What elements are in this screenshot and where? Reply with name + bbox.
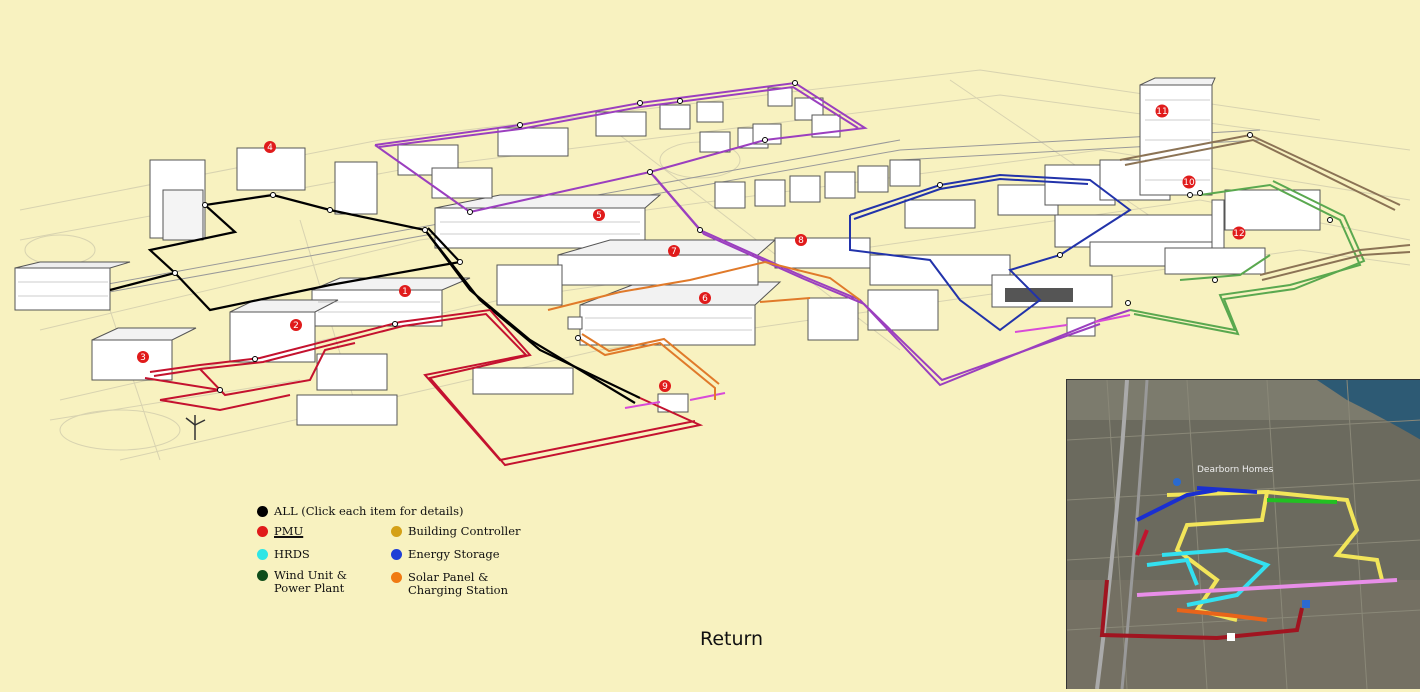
svg-text:3: 3 [140,353,146,363]
network-orange[interactable] [547,260,861,400]
svg-text:12: 12 [1233,229,1244,239]
svg-text:2: 2 [293,321,299,331]
legend-dot-all [257,506,268,517]
svg-text:8: 8 [798,236,804,246]
legend-dot-hrds [257,549,268,560]
legend-dot-energy-storage [391,549,402,560]
buildings [14,77,1321,426]
legend-item-all[interactable]: ALL (Click each item for details) [257,505,464,518]
svg-text:7: 7 [671,247,677,257]
legend-label-wind-line2: Power Plant [274,581,345,595]
legend-label-solar-line2: Charging Station [408,583,509,597]
legend-dot-solar [391,572,402,583]
marker-8[interactable]: 8 [795,234,807,246]
legend-label-hrds: HRDS [274,547,310,561]
marker-7[interactable]: 7 [668,245,680,257]
legend-dot-pmu [257,526,268,537]
marker-4[interactable]: 4 [264,141,276,153]
return-link[interactable]: Return [700,628,764,650]
svg-text:11: 11 [1156,107,1167,117]
marker-6[interactable]: 6 [699,292,711,304]
building-markers[interactable]: 1 2 3 4 5 6 7 8 9 10 11 12 [137,104,1246,393]
legend-label-building-controller: Building Controller [408,524,521,538]
legend-label-wind: Wind Unit & Power Plant [274,569,347,595]
svg-text:6: 6 [702,294,708,304]
svg-text:4: 4 [267,143,273,153]
marker-2[interactable]: 2 [290,319,302,331]
window-lines [18,99,1210,331]
network-brown[interactable] [1119,133,1411,281]
dark-facade [1005,288,1073,302]
network-red[interactable] [144,308,704,467]
wind-turbine-icon[interactable] [185,415,206,440]
marker-10[interactable]: 10 [1182,175,1196,189]
legend-item-energy-storage[interactable]: Energy Storage [391,548,500,561]
building-icon [1227,633,1235,641]
legend-label-energy-storage: Energy Storage [408,547,500,561]
satellite-svg: Dearborn Homes [1067,380,1420,689]
network-blue[interactable] [849,173,1132,332]
legend-label-pmu: PMU [274,524,304,538]
legend-item-solar[interactable]: Solar Panel & Charging Station [391,571,508,597]
legend-dot-building-controller [391,526,402,537]
legend-dot-wind [257,570,268,581]
svg-text:10: 10 [1183,178,1195,188]
legend-item-pmu[interactable]: PMU [257,525,303,538]
marker-12[interactable]: 12 [1232,226,1246,240]
map-pin-icon[interactable] [1173,478,1181,486]
network-pink[interactable] [624,314,1131,409]
marker-11[interactable]: 11 [1155,104,1169,118]
legend-item-building-controller[interactable]: Building Controller [391,525,521,538]
marker-3[interactable]: 3 [137,351,149,363]
legend-label-solar: Solar Panel & Charging Station [408,571,508,597]
network-green[interactable] [1129,180,1366,336]
legend-label-wind-line1: Wind Unit & [274,568,348,582]
metro-icon [1302,600,1310,608]
svg-text:5: 5 [596,211,602,221]
legend-item-wind[interactable]: Wind Unit & Power Plant [257,569,347,595]
marker-1[interactable]: 1 [399,285,411,297]
junction-nodes [172,80,1333,393]
map-label-dearborn: Dearborn Homes [1197,465,1274,475]
legend: ALL (Click each item for details) PMU HR… [255,503,575,608]
legend-item-hrds[interactable]: HRDS [257,548,310,561]
marker-9[interactable]: 9 [659,380,671,392]
satellite-inset-map[interactable]: Dearborn Homes [1066,379,1420,689]
legend-label-solar-line1: Solar Panel & [408,570,489,584]
marker-5[interactable]: 5 [593,209,605,221]
svg-text:1: 1 [402,287,408,297]
legend-label-all: ALL (Click each item for details) [274,504,464,518]
svg-text:9: 9 [662,382,668,392]
